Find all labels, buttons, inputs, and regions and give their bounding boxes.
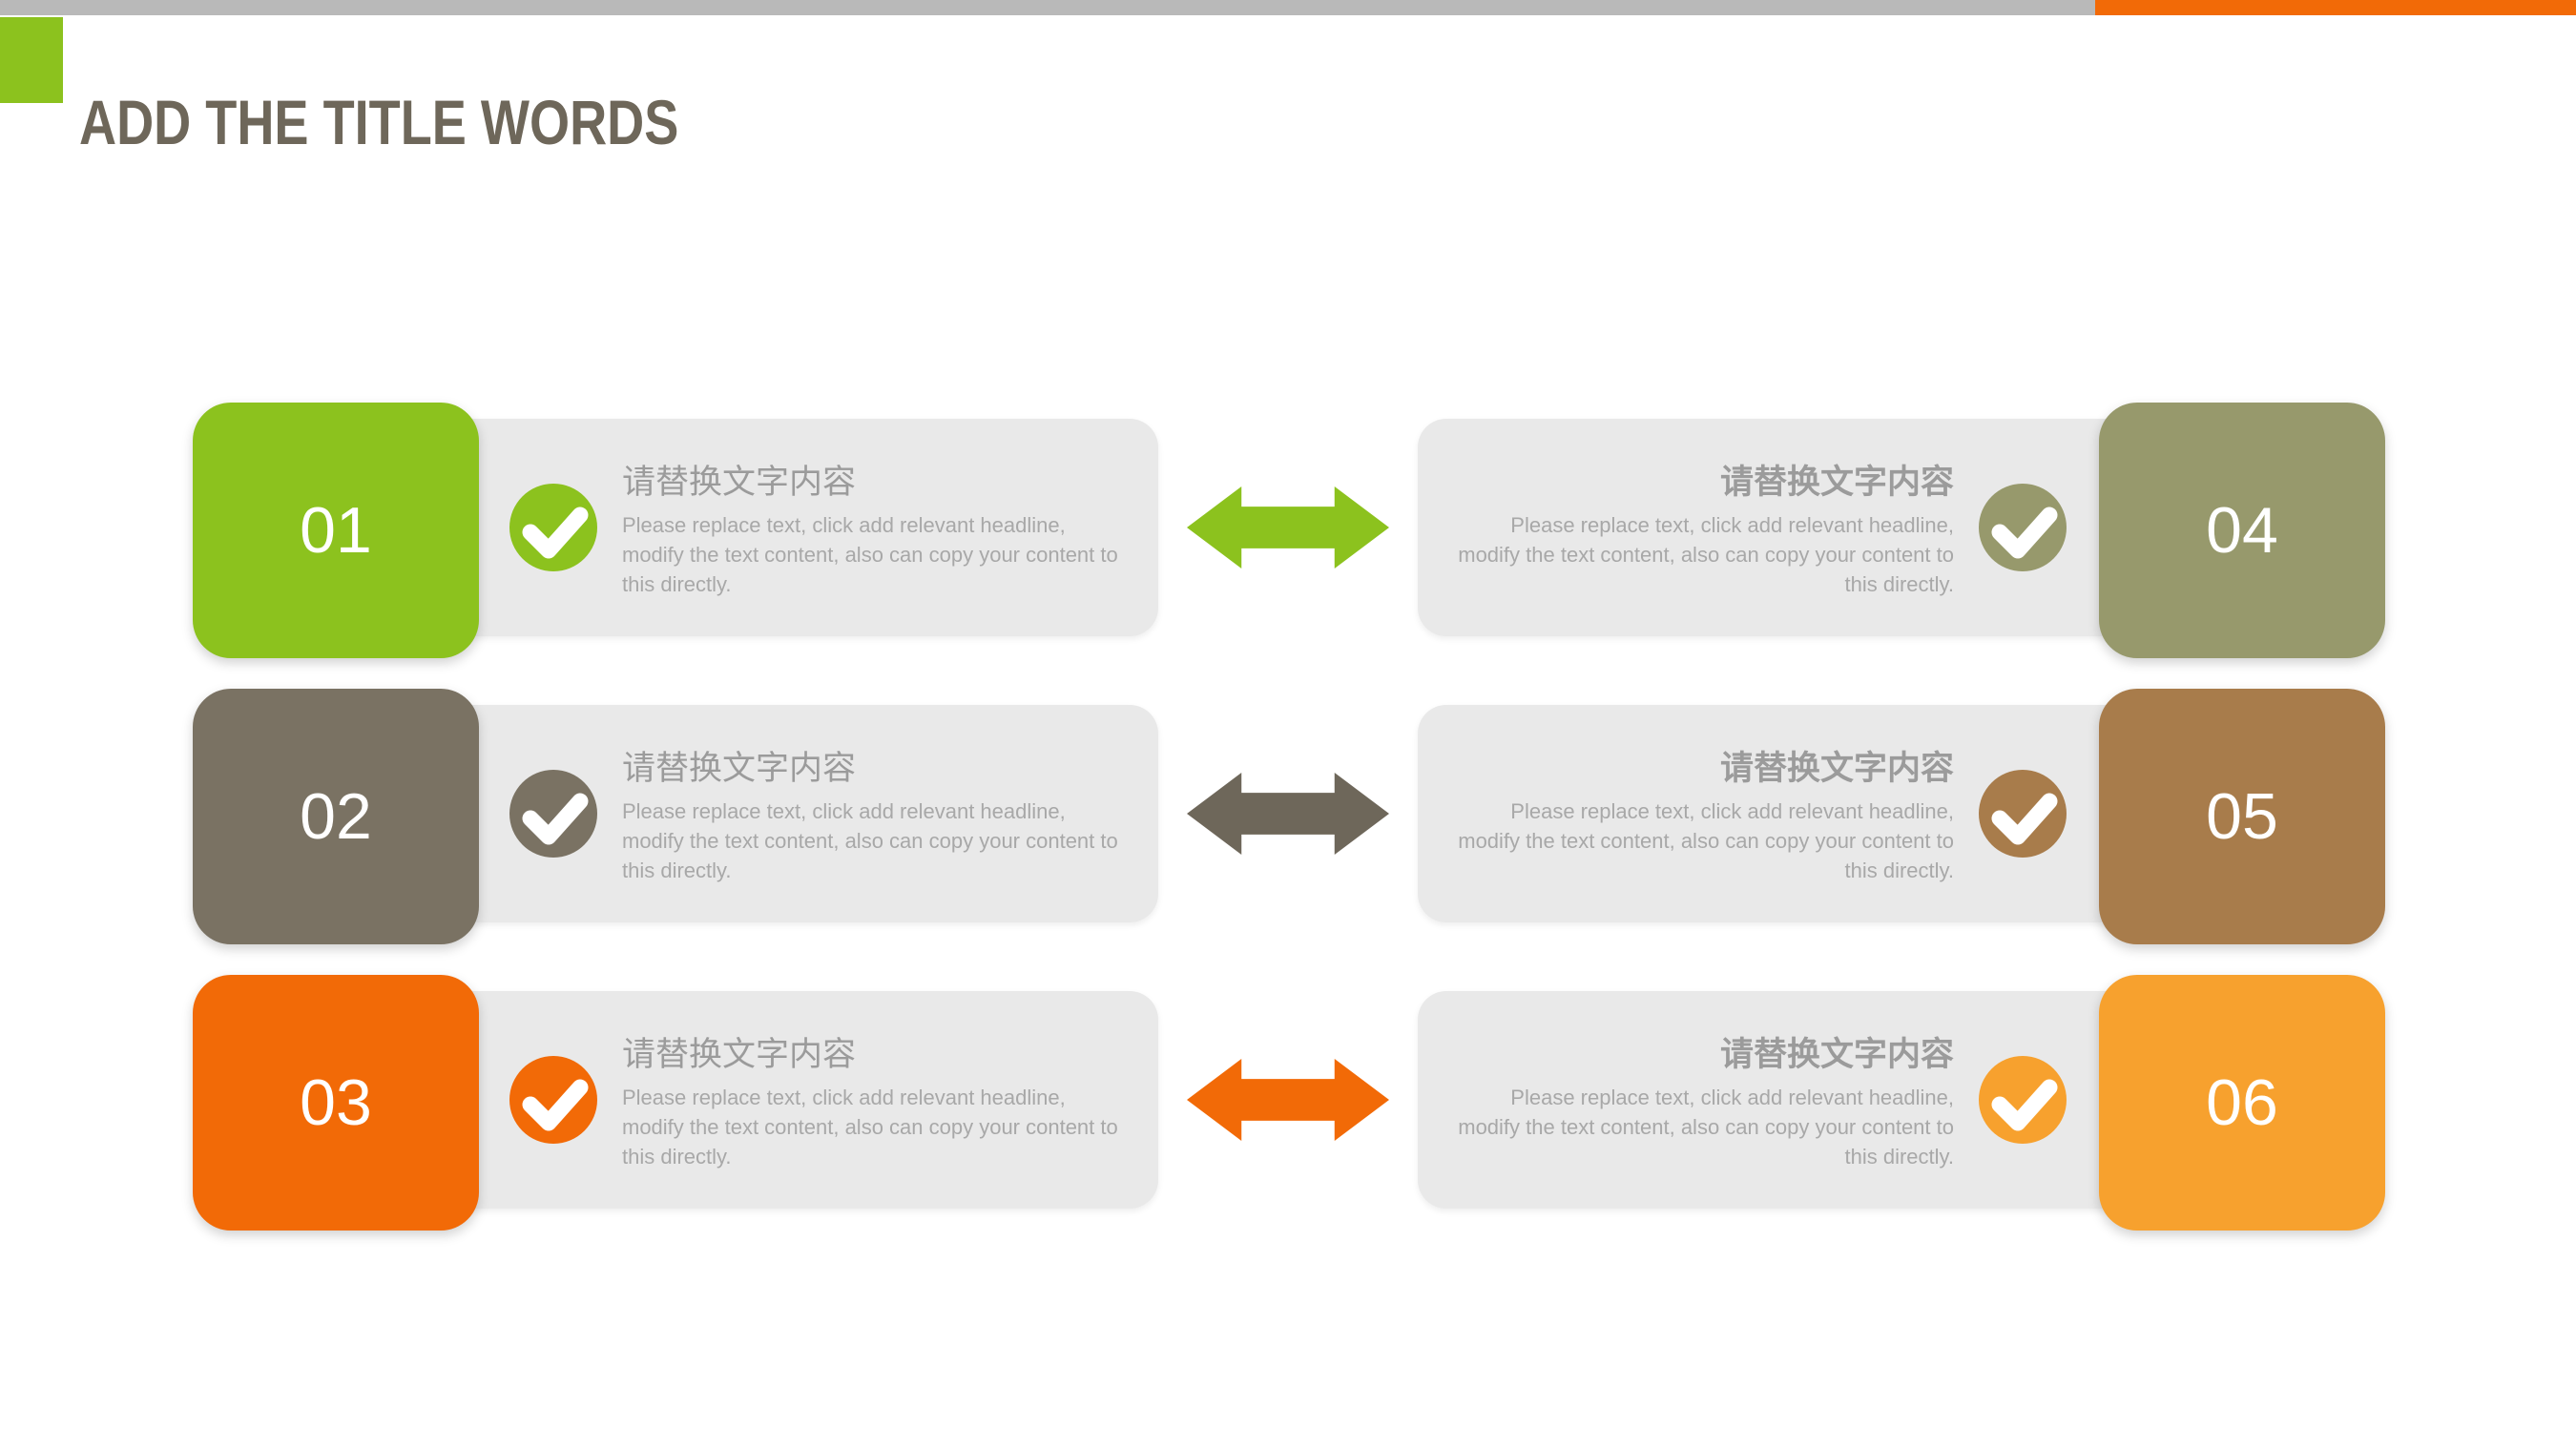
- placeholder-heading: 请替换文字内容: [622, 464, 857, 501]
- number-tile-02: 02: [193, 689, 479, 944]
- top-bar-orange: [2095, 0, 2576, 15]
- placeholder-body: Please replace text, click add relevant …: [1458, 513, 1954, 596]
- title-accent-square: [0, 17, 63, 103]
- row-2: 02 请替换文字内容 Please replace text, click ad…: [0, 689, 2576, 944]
- check-icon: [509, 770, 597, 858]
- checkmark-glyph: [1991, 507, 2058, 559]
- placeholder-text-block: 请替换文字内容 Please replace text, click add r…: [1453, 747, 1954, 885]
- checkmark-glyph: [1991, 1079, 2058, 1131]
- page-title: ADD THE TITLE WORDS: [79, 87, 679, 158]
- content-panel-01: 请替换文字内容 Please replace text, click add r…: [394, 419, 1158, 636]
- double-arrow-icon: [1187, 773, 1389, 855]
- placeholder-heading: 请替换文字内容: [1719, 1036, 1954, 1073]
- checkmark-glyph: [522, 793, 589, 845]
- placeholder-text-block: 请替换文字内容 Please replace text, click add r…: [1453, 1033, 1954, 1171]
- checkmark-glyph: [1991, 793, 2058, 845]
- placeholder-heading: 请替换文字内容: [622, 750, 857, 787]
- top-bar-gray: [0, 0, 2095, 15]
- check-icon: [509, 484, 597, 571]
- check-icon: [509, 1056, 597, 1144]
- placeholder-body: Please replace text, click add relevant …: [1458, 1086, 1954, 1169]
- tile-number: 01: [300, 494, 372, 567]
- checkmark-glyph: [522, 507, 589, 559]
- content-panel-06: 请替换文字内容 Please replace text, click add r…: [1418, 991, 2182, 1209]
- tile-number: 02: [300, 780, 372, 853]
- placeholder-body: Please replace text, click add relevant …: [622, 799, 1118, 882]
- number-tile-01: 01: [193, 403, 479, 658]
- number-tile-06: 06: [2099, 975, 2385, 1231]
- tile-number: 03: [300, 1066, 372, 1139]
- placeholder-heading: 请替换文字内容: [1719, 464, 1954, 501]
- placeholder-text-block: 请替换文字内容 Please replace text, click add r…: [622, 1033, 1123, 1171]
- placeholder-text-block: 请替换文字内容 Please replace text, click add r…: [1453, 461, 1954, 599]
- content-panel-02: 请替换文字内容 Please replace text, click add r…: [394, 705, 1158, 922]
- placeholder-heading: 请替换文字内容: [1719, 750, 1954, 787]
- content-panel-04: 请替换文字内容 Please replace text, click add r…: [1418, 419, 2182, 636]
- check-icon: [1979, 484, 2067, 571]
- placeholder-heading: 请替换文字内容: [622, 1036, 857, 1073]
- number-tile-03: 03: [193, 975, 479, 1231]
- number-tile-05: 05: [2099, 689, 2385, 944]
- number-tile-04: 04: [2099, 403, 2385, 658]
- checkmark-glyph: [522, 1079, 589, 1131]
- tile-number: 05: [2206, 780, 2278, 853]
- tile-number: 06: [2206, 1066, 2278, 1139]
- placeholder-body: Please replace text, click add relevant …: [622, 513, 1118, 596]
- double-arrow-icon: [1187, 1059, 1389, 1141]
- row-1: 01 请替换文字内容 Please replace text, click ad…: [0, 403, 2576, 658]
- placeholder-text-block: 请替换文字内容 Please replace text, click add r…: [622, 461, 1123, 599]
- tile-number: 04: [2206, 494, 2278, 567]
- double-arrow-icon: [1187, 486, 1389, 569]
- row-3: 03 请替换文字内容 Please replace text, click ad…: [0, 975, 2576, 1231]
- content-panel-03: 请替换文字内容 Please replace text, click add r…: [394, 991, 1158, 1209]
- placeholder-body: Please replace text, click add relevant …: [1458, 799, 1954, 882]
- check-icon: [1979, 1056, 2067, 1144]
- content-panel-05: 请替换文字内容 Please replace text, click add r…: [1418, 705, 2182, 922]
- placeholder-body: Please replace text, click add relevant …: [622, 1086, 1118, 1169]
- check-icon: [1979, 770, 2067, 858]
- placeholder-text-block: 请替换文字内容 Please replace text, click add r…: [622, 747, 1123, 885]
